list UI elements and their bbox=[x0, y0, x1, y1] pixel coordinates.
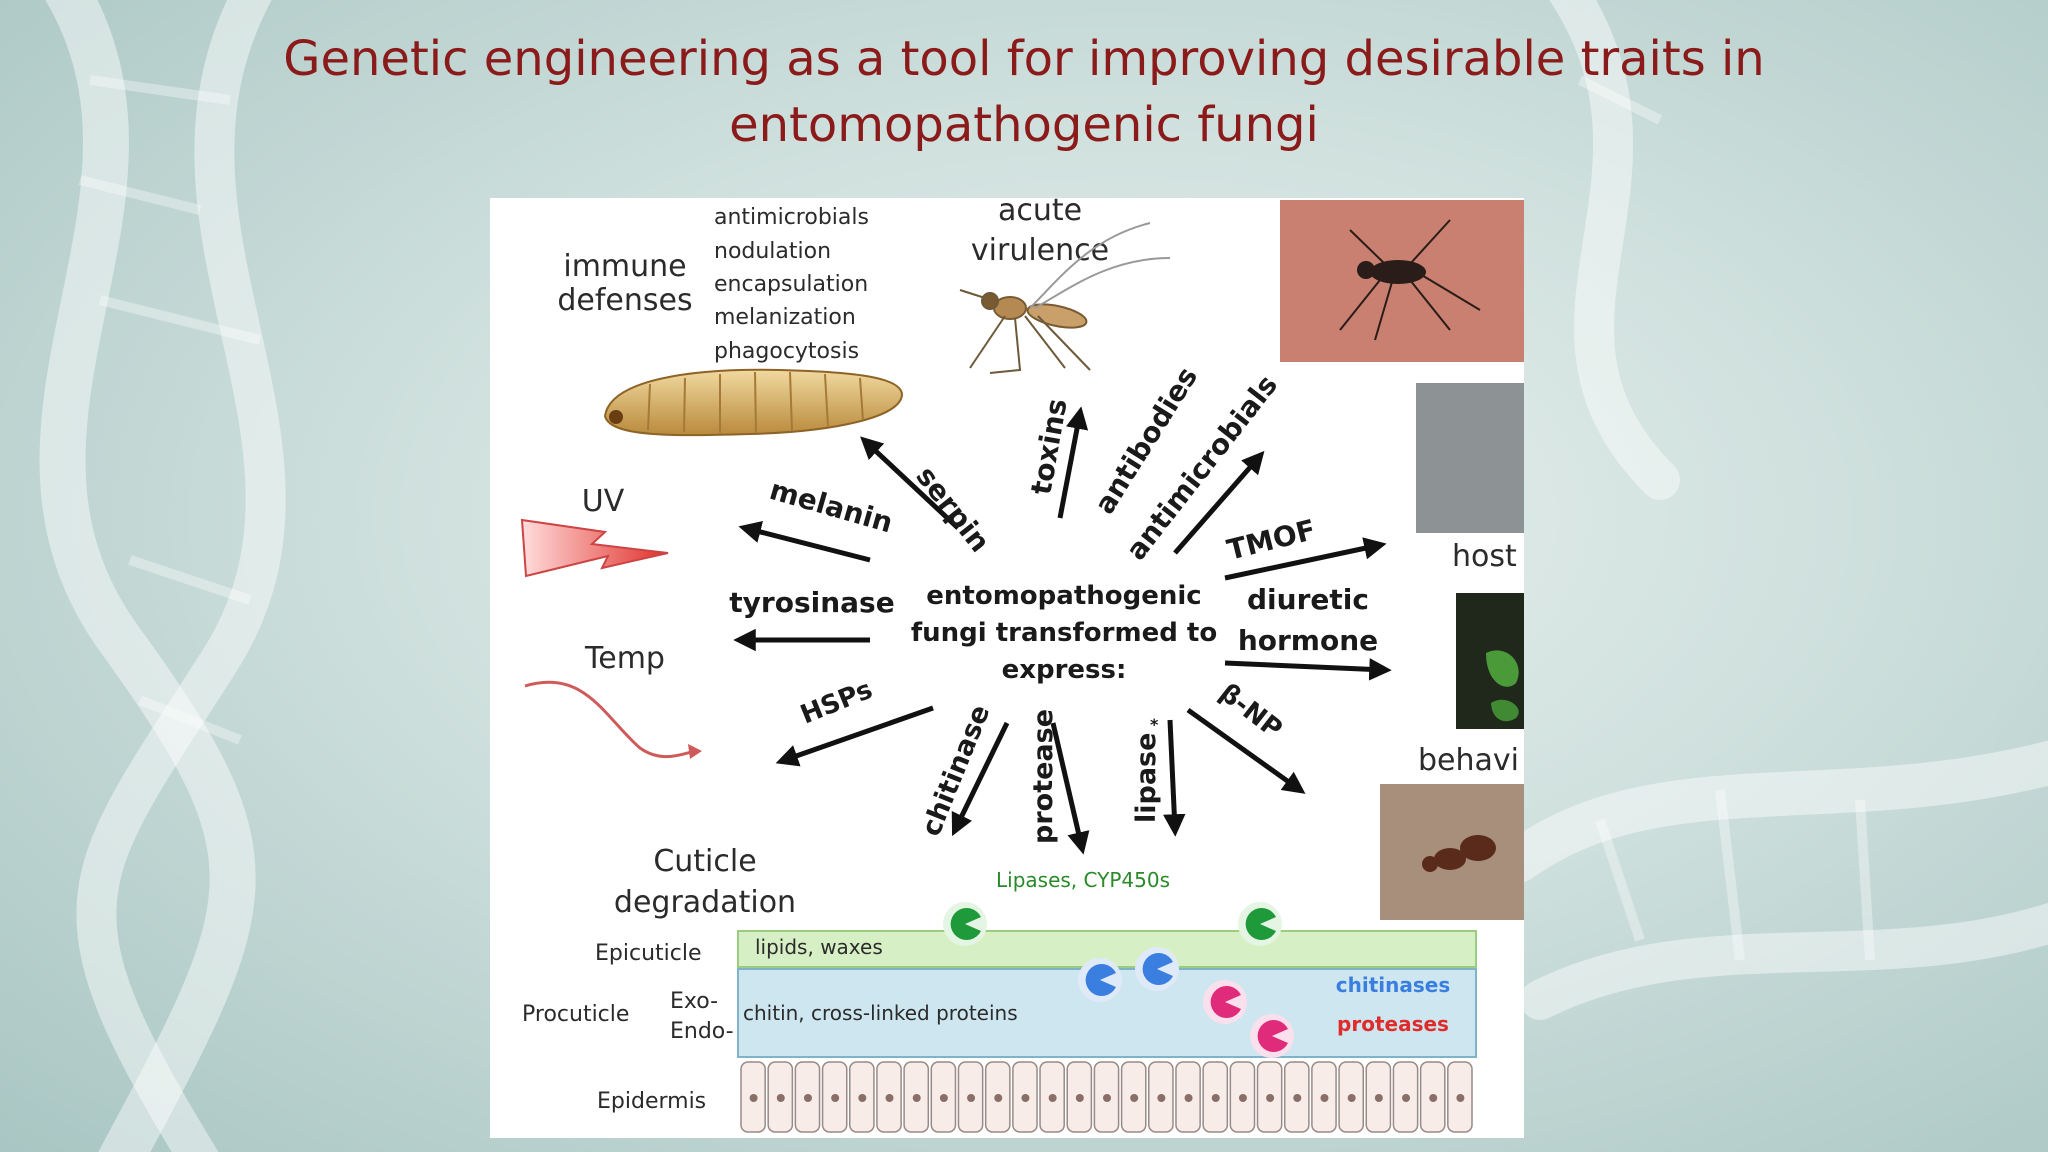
host-photo bbox=[1416, 383, 1524, 533]
cell-nucleus bbox=[994, 1094, 1003, 1102]
slide-title-line-2: entomopathogenic fungi bbox=[729, 97, 1319, 153]
arrow-label-protease: protease bbox=[1028, 709, 1059, 844]
cell-nucleus bbox=[749, 1094, 758, 1102]
endo-label: Endo- bbox=[670, 1019, 734, 1044]
arrow-label-serpin: serpin bbox=[909, 460, 996, 558]
immune-list-item: encapsulation bbox=[714, 272, 868, 297]
mosquito-photo bbox=[1280, 200, 1524, 362]
center-label-line-3: express: bbox=[1002, 655, 1127, 685]
slide-title: Genetic engineering as a tool for improv… bbox=[0, 26, 2048, 158]
cell-nucleus bbox=[1238, 1094, 1247, 1102]
temp-label: Temp bbox=[584, 641, 665, 676]
arrow-label-diuretic: diuretic bbox=[1247, 583, 1369, 616]
exo-label: Exo- bbox=[670, 989, 718, 1014]
immune-list-item: phagocytosis bbox=[714, 339, 859, 364]
behavior-label: behavi bbox=[1418, 743, 1519, 778]
green-enzyme bbox=[943, 902, 987, 946]
epicuticle-label: Epicuticle bbox=[595, 941, 702, 966]
host-label: host bbox=[1452, 539, 1517, 574]
pink-enzyme bbox=[1250, 1014, 1294, 1058]
arrow-lipase bbox=[1163, 719, 1186, 837]
slide-title-line-1: Genetic engineering as a tool for improv… bbox=[283, 31, 1765, 87]
cell-nucleus bbox=[1293, 1094, 1302, 1102]
arrow-hsps bbox=[775, 705, 934, 767]
cell-nucleus bbox=[1456, 1094, 1465, 1102]
immune-heading-line-1: immune bbox=[563, 249, 686, 284]
pink-enzyme bbox=[1203, 980, 1247, 1024]
cell-nucleus bbox=[1429, 1094, 1438, 1102]
cuticle-degradation-line-2: degradation bbox=[614, 885, 796, 920]
enzymes bbox=[943, 902, 1294, 1058]
lipids-label: lipids, waxes bbox=[755, 935, 883, 959]
arrow-label-melanin: melanin bbox=[766, 473, 896, 539]
cell-nucleus bbox=[912, 1094, 921, 1102]
immune-list-item: antimicrobials bbox=[714, 205, 869, 230]
immune-list-item: melanization bbox=[714, 305, 856, 330]
cell-nucleus bbox=[858, 1094, 867, 1102]
cell-nucleus bbox=[803, 1094, 812, 1102]
cell-nucleus bbox=[1320, 1094, 1329, 1102]
green-enzyme bbox=[1238, 902, 1282, 946]
acute-virulence-line-2: virulence bbox=[971, 233, 1109, 268]
acute-virulence-line-1: acute bbox=[998, 198, 1082, 228]
cell-nucleus bbox=[831, 1094, 840, 1102]
center-label-line-2: fungi transformed to bbox=[911, 618, 1217, 648]
temp-wave-arrow bbox=[524, 680, 699, 759]
cell-nucleus bbox=[1347, 1094, 1356, 1102]
cell-nucleus bbox=[939, 1094, 948, 1102]
arrow-label-lipase-mark: * bbox=[1150, 715, 1159, 734]
arrow-chitinase bbox=[951, 721, 1010, 837]
cell-nucleus bbox=[1211, 1094, 1220, 1102]
procuticle-label: Procuticle bbox=[522, 1002, 629, 1027]
cell-nucleus bbox=[885, 1094, 894, 1102]
uv-label: UV bbox=[582, 484, 625, 519]
arrow-diuretic-hormone bbox=[1224, 658, 1392, 681]
epidermis-label: Epidermis bbox=[597, 1089, 706, 1114]
arrow-melanin bbox=[738, 521, 871, 563]
epidermis-cells bbox=[740, 1061, 1473, 1133]
proteases-label: proteases bbox=[1337, 1012, 1449, 1036]
arrow-label-hormone: hormone bbox=[1238, 624, 1378, 657]
cell-nucleus bbox=[1402, 1094, 1411, 1102]
arrow-toxins bbox=[1057, 406, 1089, 519]
arrow-label-lipase: lipase bbox=[1131, 733, 1162, 823]
cell-nucleus bbox=[967, 1094, 976, 1102]
temp-arrowhead bbox=[688, 744, 702, 759]
enzymes-label: Lipases, CYP450s bbox=[996, 868, 1170, 892]
cell-nucleus bbox=[1048, 1094, 1057, 1102]
larva-illustration bbox=[603, 368, 904, 437]
blue-enzyme bbox=[1078, 958, 1122, 1002]
arrow-beta-np bbox=[1186, 707, 1306, 794]
immune-list-item: nodulation bbox=[714, 239, 831, 264]
arrow-serpin bbox=[860, 436, 960, 530]
arrow-label-tyrosinase: tyrosinase bbox=[729, 586, 894, 619]
chitinases-label: chitinases bbox=[1336, 973, 1450, 997]
plant-photo bbox=[1456, 593, 1524, 729]
immune-heading-line-2: defenses bbox=[557, 283, 692, 318]
uv-lightning-bolt bbox=[520, 518, 669, 578]
cell-nucleus bbox=[1157, 1094, 1166, 1102]
arrow-tmof bbox=[1224, 537, 1387, 581]
radiating-arrows bbox=[733, 406, 1392, 855]
cell-nucleus bbox=[1075, 1094, 1084, 1102]
cell-nucleus bbox=[1021, 1094, 1030, 1102]
cell-nucleus bbox=[1103, 1094, 1111, 1102]
cell-nucleus bbox=[1374, 1094, 1383, 1102]
cell-nucleus bbox=[1184, 1094, 1193, 1102]
center-label-line-1: entomopathogenic bbox=[926, 581, 1201, 611]
arrow-label-hsps: HSPs bbox=[796, 675, 876, 731]
arrow-antimicrobials bbox=[1173, 450, 1265, 555]
cell-nucleus bbox=[776, 1094, 785, 1102]
blue-enzyme bbox=[1135, 947, 1179, 991]
cell-nucleus bbox=[1266, 1094, 1275, 1102]
mosquito-illustration bbox=[959, 222, 1171, 374]
fungi-diagram-figure: immune defenses antimicrobials nodulatio… bbox=[490, 198, 1524, 1138]
arrow-protease bbox=[1050, 722, 1090, 855]
cell-nucleus bbox=[1130, 1094, 1139, 1102]
chitin-label: chitin, cross-linked proteins bbox=[743, 1001, 1018, 1025]
ant-photo bbox=[1380, 784, 1524, 920]
diagram-canvas: immune defenses antimicrobials nodulatio… bbox=[520, 198, 1519, 1133]
cuticle-degradation-line-1: Cuticle bbox=[653, 844, 756, 879]
